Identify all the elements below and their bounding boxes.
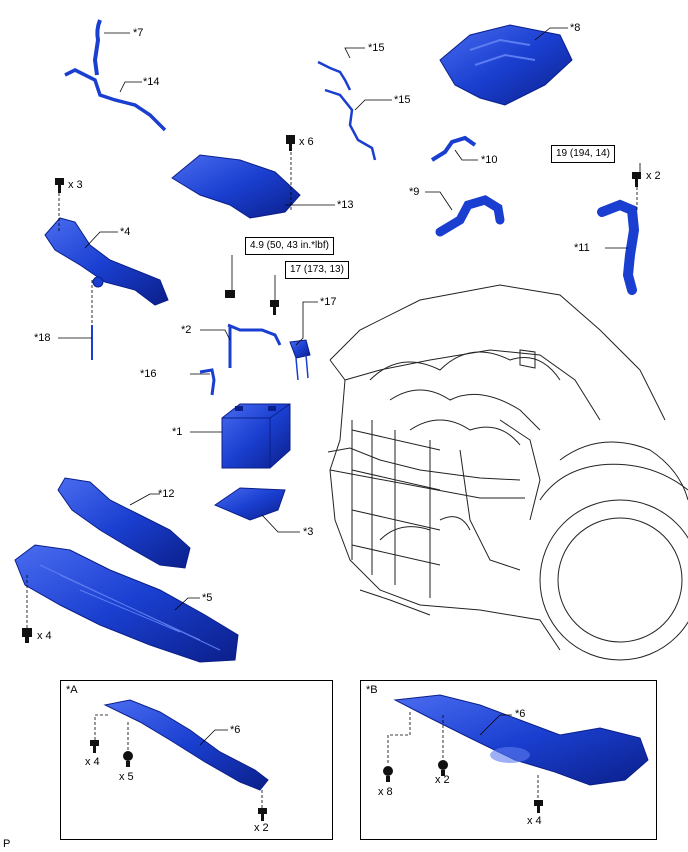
part-16-clamp (199, 368, 216, 396)
label-4: *4 (120, 226, 131, 238)
bolt-icon-13 (286, 135, 295, 151)
footer-code: P (3, 838, 11, 850)
bolt-icon-b3 (534, 800, 543, 813)
clip-icon-b1 (383, 766, 393, 782)
part-3-tray (213, 487, 286, 521)
label-11: *11 (574, 242, 590, 254)
qty-a-x4: x 4 (85, 756, 100, 768)
torque-spec-11: 19 (194, 14) (551, 145, 615, 163)
leader-lines (58, 27, 641, 611)
part-9-hose (435, 195, 505, 237)
label-6-b: *6 (515, 708, 526, 720)
label-8: *8 (570, 22, 581, 34)
inset-b-label: *B (366, 684, 378, 696)
qty-5-bolts: x 4 (37, 630, 52, 642)
label-5: *5 (202, 592, 213, 604)
clip-icon-b2 (438, 760, 448, 776)
part-6-under-cover-a (103, 699, 269, 791)
dashed-bolt-lines (26, 152, 638, 628)
bolt-icon-2 (225, 290, 235, 298)
bolt-icon-5 (22, 628, 32, 643)
part-4-bracket (44, 217, 169, 306)
qty-11-bolts: x 2 (646, 170, 661, 182)
qty-13-bolts: x 6 (299, 136, 314, 148)
label-7: *7 (133, 27, 144, 39)
bolt-icon-hood (55, 178, 64, 193)
label-14: *14 (143, 76, 160, 88)
inset-b-drawing (383, 694, 649, 813)
bolt-icon-17 (270, 300, 279, 315)
part-5-under-cover (14, 544, 239, 663)
bolt-icon-a3 (258, 808, 267, 821)
qty-hood-bolts: x 3 (68, 179, 83, 191)
part-10-hose (430, 135, 477, 162)
label-15-lower: *15 (394, 94, 411, 106)
part-15-cable-lower (324, 88, 377, 161)
qty-a-x5: x 5 (119, 771, 134, 783)
part-14-pipe (64, 68, 167, 132)
part-11-hose (597, 199, 640, 295)
part-12-deflector (57, 477, 191, 569)
qty-b-x4: x 4 (527, 815, 542, 827)
bolt-icon-a1 (90, 740, 99, 753)
qty-a-x2: x 2 (254, 822, 269, 834)
label-18: *18 (34, 332, 51, 344)
inset-a-label: *A (66, 684, 78, 696)
part-8-engine-cover (439, 24, 573, 106)
label-3: *3 (303, 526, 314, 538)
inset-panel-b (360, 680, 657, 840)
vehicle-front-outline (327, 284, 688, 661)
label-10: *10 (481, 154, 498, 166)
label-2: *2 (181, 324, 192, 336)
label-12: *12 (158, 488, 175, 500)
part-17-cover (289, 339, 311, 359)
label-17: *17 (320, 296, 337, 308)
label-6-a: *6 (230, 724, 241, 736)
part-7-hose (92, 19, 102, 76)
bolts (22, 135, 641, 643)
parts (14, 19, 640, 663)
torque-spec-17: 17 (173, 13) (285, 261, 349, 279)
part-15-cable-upper (317, 60, 352, 91)
qty-b-x8: x 8 (378, 786, 393, 798)
qty-b-x2: x 2 (435, 774, 450, 786)
label-13: *13 (337, 199, 354, 211)
label-16: *16 (140, 368, 157, 380)
part-6-under-cover-b (393, 694, 649, 786)
label-15-upper: *15 (368, 42, 385, 54)
part-2-clamp (227, 323, 282, 368)
part-13-bracket (171, 154, 301, 219)
inset-panel-a (60, 680, 333, 840)
label-9: *9 (409, 186, 420, 198)
bolt-icon-11 (632, 172, 641, 187)
clip-icon-a2 (123, 751, 133, 767)
part-1-battery (221, 403, 291, 469)
torque-spec-2: 4.9 (50, 43 in.*lbf) (245, 237, 334, 255)
label-1: *1 (172, 426, 183, 438)
inset-a-drawing (90, 699, 269, 821)
